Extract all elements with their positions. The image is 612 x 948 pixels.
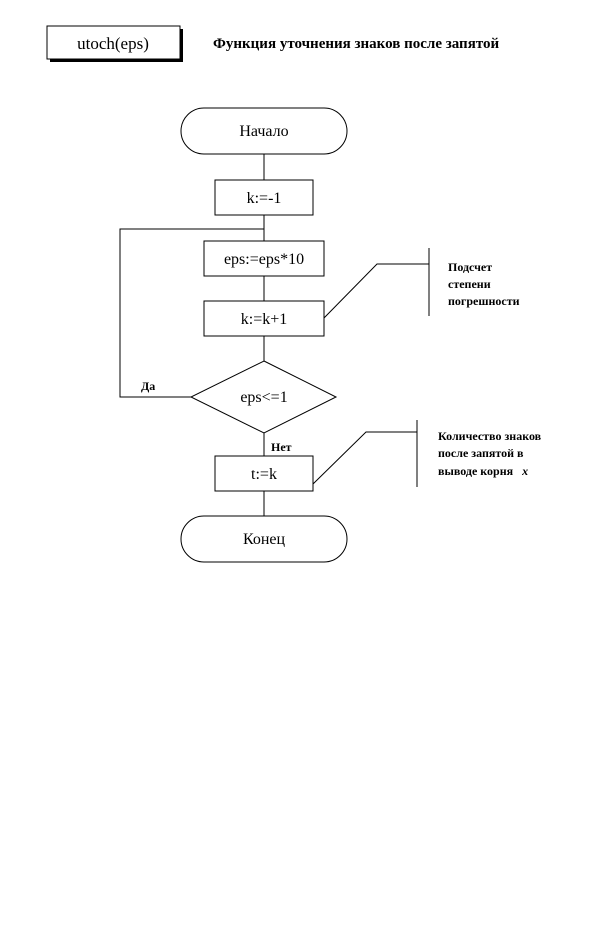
start-label: Начало [239, 123, 288, 140]
increment-label: k:=k+1 [241, 311, 288, 328]
result-note-line-2: после запятой в [438, 446, 524, 460]
assign-process-box [214, 455, 314, 492]
multiply-process-box [203, 240, 325, 277]
loop-note-line-1: Подсчет [448, 260, 492, 274]
function-name-box [46, 25, 181, 60]
multiply-label: eps:=eps*10 [224, 251, 304, 268]
loop-note-leader [323, 263, 429, 319]
end-label: Конец [243, 531, 286, 548]
yes-branch-label: Да [141, 379, 155, 393]
function-description: Функция уточнения знаков после запятой [213, 36, 499, 52]
no-branch-label: Нет [271, 440, 292, 454]
init-process-box [214, 179, 314, 216]
result-note-line-3: выводе корня x [438, 464, 528, 478]
result-note-leader [312, 431, 417, 485]
loop-note-line-3: погрешности [448, 294, 520, 308]
end-terminator [180, 515, 348, 563]
assign-label: t:=k [251, 466, 277, 483]
init-label: k:=-1 [247, 190, 282, 207]
result-note-variable: x [521, 464, 528, 478]
result-note-line-3-text: выводе корня [438, 464, 514, 478]
loop-note-line-2: степени [448, 277, 491, 291]
loop-back-line [119, 228, 264, 398]
function-name-label: utoch(eps) [77, 34, 149, 53]
result-note-line-1: Количество знаков [438, 429, 542, 443]
condition-label: eps<=1 [240, 389, 287, 406]
